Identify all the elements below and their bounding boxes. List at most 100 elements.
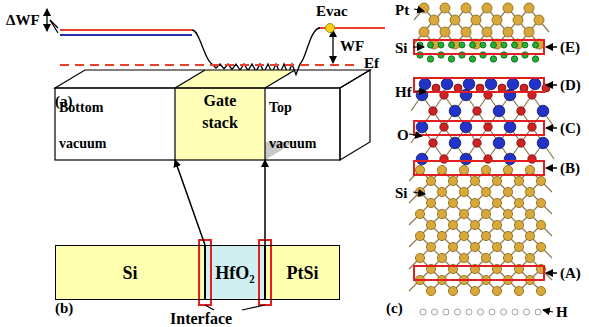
box-divider (174, 88, 175, 160)
atom (481, 209, 490, 218)
atom (426, 220, 435, 229)
atom (481, 253, 490, 262)
atom (459, 253, 468, 262)
atomic-structure (409, 3, 554, 315)
layer-box: PtSi (265, 245, 340, 300)
cell-region: Top vacuum (265, 88, 340, 160)
evac-dot (326, 24, 335, 33)
atom (473, 107, 481, 115)
atom (448, 220, 457, 229)
interface-leader (205, 305, 214, 310)
atom (512, 42, 518, 48)
atom (536, 198, 545, 207)
atom (484, 123, 492, 131)
layer-label: Si (122, 263, 137, 283)
box-top (55, 70, 370, 88)
atom (492, 15, 502, 25)
atom (514, 176, 523, 185)
atom-label: O (397, 127, 409, 143)
atom (503, 187, 512, 196)
atom (454, 84, 462, 92)
atom (459, 165, 468, 174)
atom (489, 309, 495, 315)
evac-label: Evac (316, 3, 348, 19)
atom (481, 165, 490, 174)
atom (507, 78, 519, 90)
atom (503, 3, 513, 13)
atom (511, 56, 517, 62)
atom (441, 78, 453, 90)
atom (512, 309, 518, 315)
atom (492, 198, 501, 207)
atom (426, 286, 435, 295)
atom (481, 231, 490, 240)
atom (520, 84, 528, 92)
atom (504, 121, 516, 133)
layer-box (414, 78, 544, 92)
atom (473, 139, 481, 147)
atom (448, 56, 454, 62)
atom (493, 137, 505, 149)
interface-label: Interface (170, 311, 232, 327)
hfo2-fill (205, 245, 265, 300)
delta-leader (50, 20, 58, 33)
atom (470, 220, 479, 229)
atom (503, 209, 512, 218)
atom (461, 27, 471, 37)
panel-label: (c) (386, 300, 403, 316)
atom-leaders (409, 9, 553, 312)
atom (437, 231, 446, 240)
fermi-level-line (60, 64, 360, 66)
atom (501, 309, 507, 315)
atom (503, 165, 512, 174)
layer-box (414, 40, 544, 54)
atom-arrow (543, 310, 553, 312)
atom (514, 242, 523, 251)
atom (482, 27, 492, 37)
atom-arrow (409, 134, 422, 136)
atom (498, 84, 506, 92)
atom (532, 56, 538, 62)
layer-label: PtSi (286, 263, 318, 283)
atom (525, 231, 534, 240)
atom (493, 105, 505, 117)
box-divider (265, 70, 295, 88)
potential-curve (192, 28, 320, 75)
atom (524, 27, 534, 37)
atom (459, 209, 468, 218)
atom (525, 253, 534, 262)
atom (440, 27, 450, 37)
atom (492, 286, 501, 295)
panel-label: (b) (55, 300, 73, 316)
atom (476, 84, 484, 92)
atom (427, 56, 433, 62)
atom (536, 176, 545, 185)
interface-leader (242, 305, 265, 310)
atom (437, 253, 446, 262)
atom (448, 198, 457, 207)
atom (449, 42, 455, 48)
atom (415, 253, 424, 262)
atom (470, 42, 476, 48)
box-divider (175, 70, 205, 88)
atom (536, 242, 545, 251)
shifted-vacuum-line (60, 34, 192, 36)
atom-label: H (556, 304, 568, 320)
atom (514, 286, 523, 295)
atom (470, 176, 479, 185)
cell-region: Bottom vacuum (55, 88, 175, 160)
layer-box: HfO₂ (205, 245, 265, 300)
atom (429, 15, 439, 25)
layer-arrow (546, 272, 557, 274)
atom (524, 3, 534, 13)
atom (503, 253, 512, 262)
layer-label: HfO₂ (215, 263, 254, 283)
atom (534, 15, 544, 25)
atom (514, 220, 523, 229)
atom (460, 153, 472, 165)
atom (429, 139, 437, 147)
atom (485, 78, 497, 90)
atom (437, 187, 446, 196)
atom-label: Hf (395, 84, 412, 100)
